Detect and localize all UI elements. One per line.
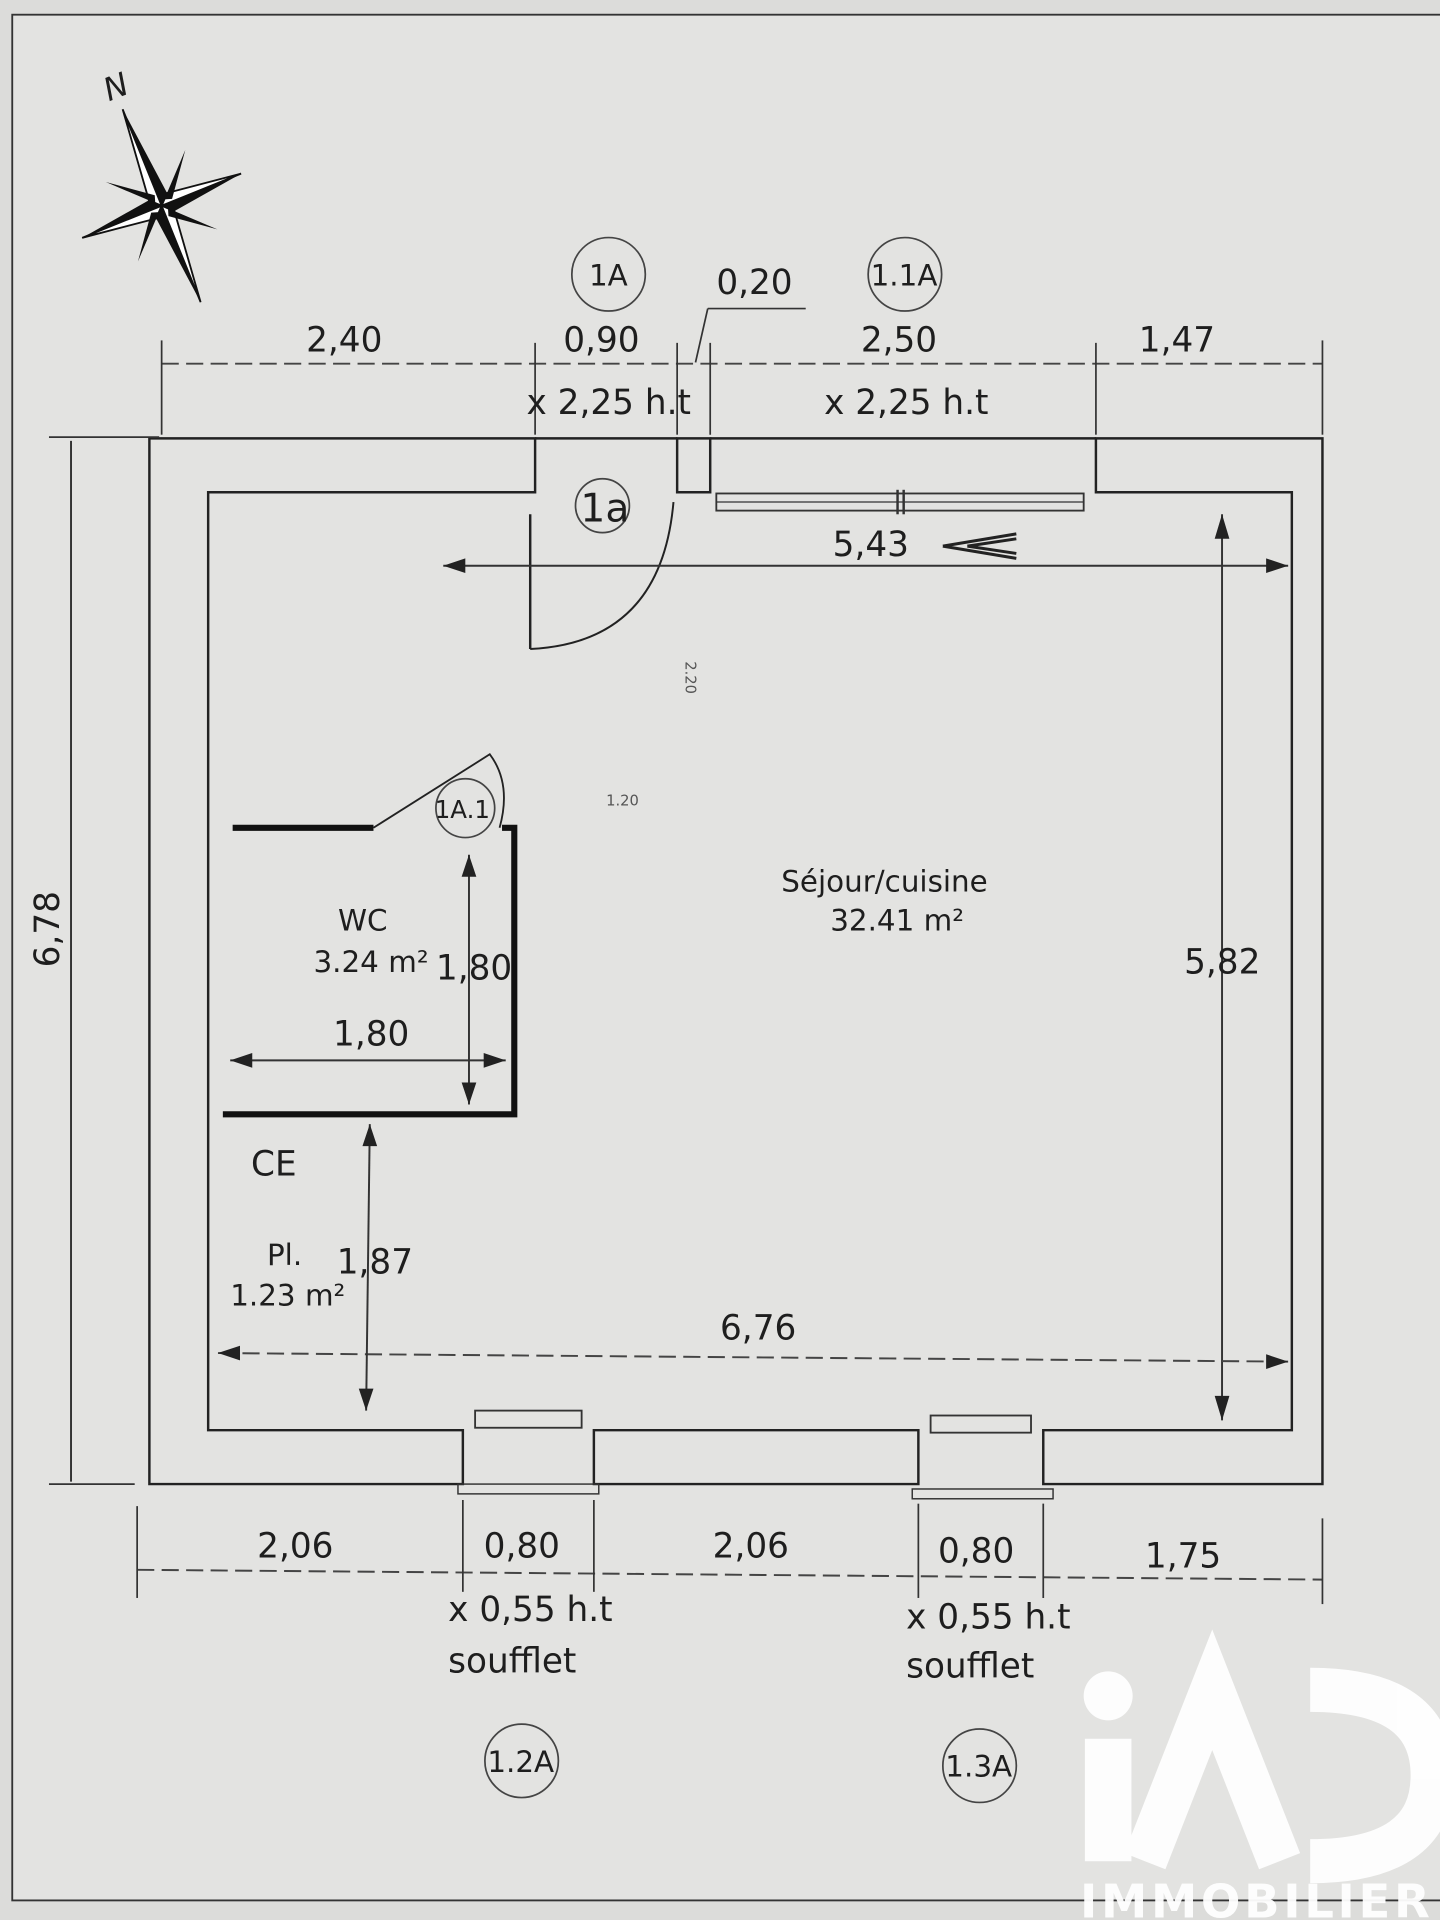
top-dimension-chain: 2,40 0,90 0,20 2,50 1,47 x 2,25 h.t x 2,… xyxy=(160,236,1324,435)
main-room-area: 32.41 m² xyxy=(830,904,964,938)
iad-logo: IMMOBILIER xyxy=(1080,1629,1440,1920)
dim-bottom-3: 2,06 xyxy=(713,1527,789,1567)
sheet-border xyxy=(11,13,1440,1902)
entry-door: 1a xyxy=(528,477,675,650)
dim-inner-width: 5,43 xyxy=(833,525,909,565)
placard-area-value: 1.23 m² xyxy=(230,1278,345,1312)
opening-ref-1-1a: 1.1A xyxy=(871,258,938,292)
walls xyxy=(148,437,1324,1486)
logo-subtitle: IMMOBILIER xyxy=(1080,1875,1433,1920)
opening-ref-1a: 1A xyxy=(589,258,628,292)
dim-bottom-5: 1,75 xyxy=(1145,1536,1221,1576)
wc-door-ref: 1A.1 xyxy=(435,795,490,824)
arrow-icon xyxy=(942,532,1017,560)
main-room-name: Séjour/cuisine xyxy=(781,864,988,898)
opening-ref-1-3a: 1.3A xyxy=(945,1750,1012,1784)
note-bottom-4: soufflet xyxy=(906,1647,1034,1687)
dim-bottom-4: 0,80 xyxy=(938,1531,1014,1571)
placard-area: CE Pl. 1.23 m² 1,87 xyxy=(230,1124,413,1411)
dim-top-5: 1,47 xyxy=(1139,320,1215,360)
note-bottom-1: x 0,55 h.t xyxy=(448,1590,612,1630)
wc-width: 1,80 xyxy=(333,1015,409,1055)
wc-room: 1A.1 WC 3.24 m² 1,80 1,80 xyxy=(222,753,518,1118)
dim-top-3: 0,20 xyxy=(716,263,792,303)
faint-dim-2: 2.20 xyxy=(682,661,699,694)
ce-label: CE xyxy=(251,1145,297,1185)
dim-top-4: 2,50 xyxy=(861,320,937,360)
inner-width-dimension: 5,43 xyxy=(443,525,1289,574)
placard-depth: 1,87 xyxy=(337,1242,413,1282)
note-bottom-2: soufflet xyxy=(448,1642,576,1682)
faint-dim-1: 1.20 xyxy=(606,793,639,810)
dim-left-height: 6,78 xyxy=(28,891,68,967)
wc-name: WC xyxy=(338,904,388,938)
inner-length-dimension: 6,76 xyxy=(217,1309,1289,1369)
note-bottom-3: x 0,55 h.t xyxy=(906,1598,1070,1638)
dim-top-1: 2,40 xyxy=(306,320,382,360)
right-height-dimension: 5,82 xyxy=(1184,514,1260,1421)
dim-bottom-1: 2,06 xyxy=(257,1527,333,1567)
window-top xyxy=(715,489,1085,515)
wc-area: 3.24 m² xyxy=(313,945,428,979)
bottom-dimension-chain: 2,06 0,80 2,06 0,80 1,75 x 0,55 h.t souf… xyxy=(136,1500,1324,1804)
dim-bottom-2: 0,80 xyxy=(484,1527,560,1567)
height-top-2: x 2,25 h.t xyxy=(824,383,988,423)
door-label: 1a xyxy=(580,487,629,532)
window-bottom-right xyxy=(911,1414,1054,1500)
window-bottom-left xyxy=(457,1409,600,1495)
dim-inner-length: 6,76 xyxy=(720,1309,796,1349)
placard-name: Pl. xyxy=(267,1238,302,1272)
compass-rose-icon: N xyxy=(81,65,242,303)
height-top-1: x 2,25 h.t xyxy=(527,383,691,423)
left-height-dimension: 6,78 xyxy=(28,436,160,1485)
opening-ref-1-2a: 1.2A xyxy=(487,1745,554,1779)
dim-right-height: 5,82 xyxy=(1184,942,1260,982)
wc-depth: 1,80 xyxy=(436,949,512,989)
dim-top-2: 0,90 xyxy=(563,320,639,360)
